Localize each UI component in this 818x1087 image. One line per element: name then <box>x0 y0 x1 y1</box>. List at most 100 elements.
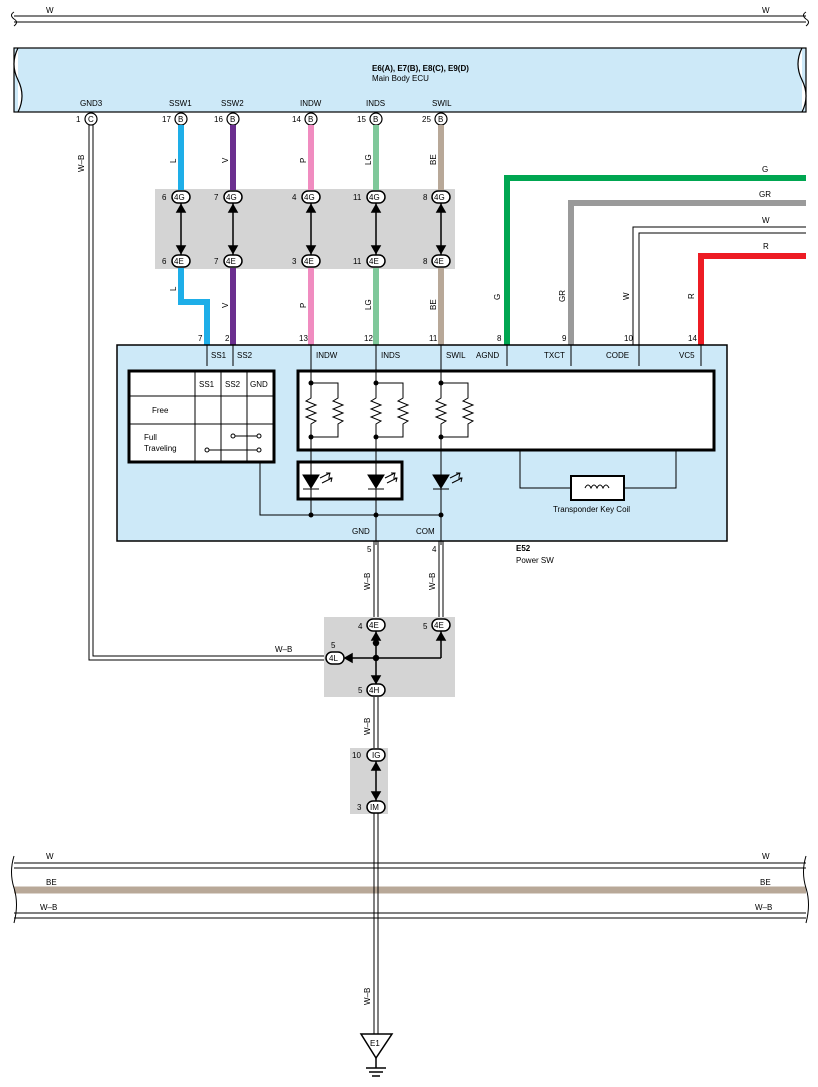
psw-pin-9: 9 <box>562 334 567 343</box>
conn-4g-id-1: 4G <box>174 193 185 202</box>
lj-id-4e-b: 4E <box>434 621 444 630</box>
lj-id-4e-a: 4E <box>369 621 379 630</box>
wire-label-lg-upper: LG <box>364 154 373 165</box>
main-body-ecu: E6(A), E7(B), E8(C), E9(D) Main Body ECU… <box>13 47 807 113</box>
conn-4e-id-4: 4E <box>369 257 379 266</box>
right-side-wires <box>504 175 806 345</box>
psw-term-txct: TXCT <box>544 351 565 360</box>
ground-triangle-icon <box>359 1033 394 1060</box>
conn-4g-id-3: 4G <box>304 193 315 202</box>
bus-w-label-right: W <box>762 852 770 861</box>
bottom-bus-be: BE BE <box>14 878 806 894</box>
top-w-bus: W W <box>11 6 809 27</box>
wire-label-be-lower: BE <box>429 299 438 310</box>
break-mark-left <box>11 11 17 27</box>
ecu-pin-name-ssw1: SSW1 <box>169 99 192 108</box>
wire-label-gr-vert: GR <box>558 290 567 302</box>
table-row-free: Free <box>152 406 169 415</box>
lower-colored-wires <box>178 268 444 345</box>
psw-term-vc5: VC5 <box>679 351 695 360</box>
table-header-ss2: SS2 <box>225 380 241 389</box>
bus-w-label-left: W <box>46 852 54 861</box>
ecu-pin-name-gnd3: GND3 <box>80 99 103 108</box>
coil-label: Transponder Key Coil <box>553 505 630 514</box>
ecu-pin-connectors: 1 C 17 B 16 B 14 B 15 B 25 B <box>76 112 448 126</box>
indicator-leds <box>259 437 463 545</box>
wire-label-r-right: R <box>763 242 769 251</box>
psw-pin-4: 4 <box>432 545 437 554</box>
wire-4h-to-ig <box>373 697 379 750</box>
conn-4e-num-6: 6 <box>162 257 167 266</box>
ecu-title: E6(A), E7(B), E8(C), E9(D) <box>372 64 469 73</box>
wire-label-wb-ground: W–B <box>363 988 372 1005</box>
ecu-pin-num-15: 15 <box>357 115 366 124</box>
lj-id-4l: 4L <box>329 654 338 663</box>
ecu-pin-num-25: 25 <box>422 115 431 124</box>
ground-e1: E1 <box>359 1033 394 1077</box>
conn-4e-num-7: 7 <box>214 257 219 266</box>
ecu-pin-name-swil: SWIL <box>432 99 452 108</box>
conn-4g-id-4: 4G <box>369 193 380 202</box>
wire-label-p-lower: P <box>299 303 308 308</box>
connector-row-4g: 6 4G 7 4G 4 4G 11 4G 8 4G <box>162 190 451 204</box>
psw-pin-5: 5 <box>367 545 372 554</box>
ecu-pin-conn-b1: B <box>178 115 183 124</box>
conn-4e-id-3: 4E <box>304 257 314 266</box>
wire-im-to-ground <box>373 813 379 1034</box>
ecu-pin-num-17: 17 <box>162 115 171 124</box>
psw-term-inds: INDS <box>381 351 400 360</box>
psw-code: E52 <box>516 544 531 553</box>
wire-label-wb-gnd: W–B <box>363 573 372 590</box>
wire-label-v-lower: V <box>221 302 230 308</box>
table-row-full-traveling-line2: Traveling <box>144 444 177 453</box>
top-bus-label-right: W <box>762 6 770 15</box>
junction-ig-im: 10 IG 3 IM <box>350 748 388 814</box>
psw-term-gnd: GND <box>352 527 370 536</box>
psw-pin-14: 14 <box>688 334 697 343</box>
conn-4e-id-5: 4E <box>434 257 444 266</box>
ecu-pin-conn-b3: B <box>308 115 313 124</box>
wire-label-p-upper: P <box>299 158 308 163</box>
wire-label-w-vert: W <box>622 292 631 300</box>
lj-num-5: 5 <box>423 622 428 631</box>
bus-wb-label-right: W–B <box>755 903 772 912</box>
resistor-block <box>296 366 716 452</box>
conn-4g-num-4: 4 <box>292 193 297 202</box>
table-header-gnd: GND <box>250 380 268 389</box>
bottom-bus-wb: W–B W–B <box>14 903 806 919</box>
lj-num-4h: 5 <box>358 686 363 695</box>
lj-num-4l: 5 <box>331 641 336 650</box>
conn-4g-id-2: 4G <box>226 193 237 202</box>
wire-label-w-right: W <box>762 216 770 225</box>
ecu-pin-conn-b4: B <box>373 115 378 124</box>
lower-wire-labels: L V P LG BE <box>169 286 438 310</box>
break-mark-right <box>803 11 809 27</box>
bus-be-label-right: BE <box>760 878 771 887</box>
bottom-bus-w: W W <box>14 852 806 869</box>
led-indw-icon <box>302 474 320 489</box>
ecu-pin-name-indw: INDW <box>300 99 322 108</box>
wire-label-r-vert: R <box>687 293 696 299</box>
wire-label-lg-lower: LG <box>364 299 373 310</box>
wire-label-be-upper: BE <box>429 154 438 165</box>
ecu-pin-name-ssw2: SSW2 <box>221 99 244 108</box>
wire-label-v-upper: V <box>221 157 230 163</box>
conn-4g-num-6: 6 <box>162 193 167 202</box>
ig-num: 10 <box>352 751 361 760</box>
im-id: IM <box>370 803 379 812</box>
wire-label-wb-4l: W–B <box>275 645 292 654</box>
bus-wb-label-left: W–B <box>40 903 57 912</box>
psw-term-ss1: SS1 <box>211 351 227 360</box>
ecu-subtitle: Main Body ECU <box>372 74 429 83</box>
psw-term-agnd: AGND <box>476 351 499 360</box>
wire-label-wb-com: W–B <box>428 573 437 590</box>
ecu-pin-name-inds: INDS <box>366 99 385 108</box>
coil-icon <box>584 484 610 490</box>
psw-pin-8: 8 <box>497 334 502 343</box>
psw-pin-10: 10 <box>624 334 633 343</box>
led-inds-icon <box>367 474 385 489</box>
junction-internal-links <box>175 203 447 255</box>
right-wire-labels: G GR W R G GR W R <box>493 165 771 302</box>
psw-name: Power SW <box>516 556 554 565</box>
